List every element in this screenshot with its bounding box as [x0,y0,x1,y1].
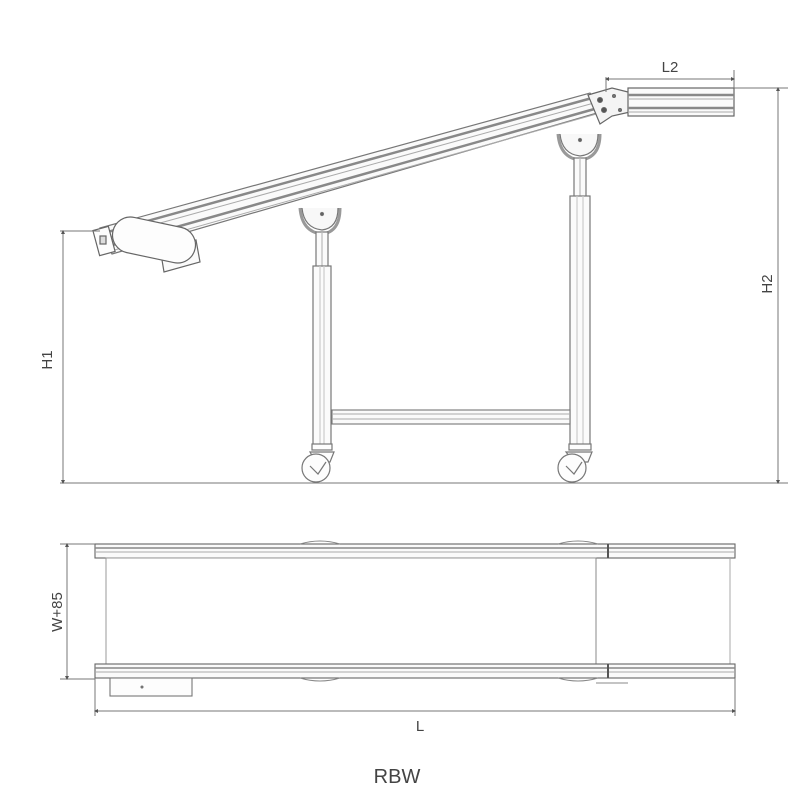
width-label: W+85 [49,592,66,632]
side-view: H1 H2 L2 [39,59,788,484]
support-leg-rear [556,133,602,447]
cross-brace [331,409,571,425]
length-label: L [416,718,424,735]
side-rail-bottom [94,663,736,684]
l2-label: L2 [662,59,679,76]
horizontal-top-section [627,87,735,117]
support-leg-front [298,207,342,447]
width-dimension [60,543,95,680]
h2-dimension [734,87,788,484]
inclined-belt-frame [99,92,606,255]
h1-label: H1 [39,350,56,369]
length-dimension [94,678,736,716]
knuckle-joint [587,87,631,125]
belt-area [105,557,731,665]
side-rail-top [94,540,736,559]
h2-label: H2 [759,274,776,293]
drawing-title: RBW [374,766,421,788]
caster-wheel-front [301,443,335,483]
tail-pulley-motor [92,216,201,273]
l2-dimension [605,70,735,92]
caster-wheel-rear [557,443,593,483]
h1-dimension [60,230,100,484]
motor-box [109,677,193,697]
top-view: W+85 L [49,540,736,735]
